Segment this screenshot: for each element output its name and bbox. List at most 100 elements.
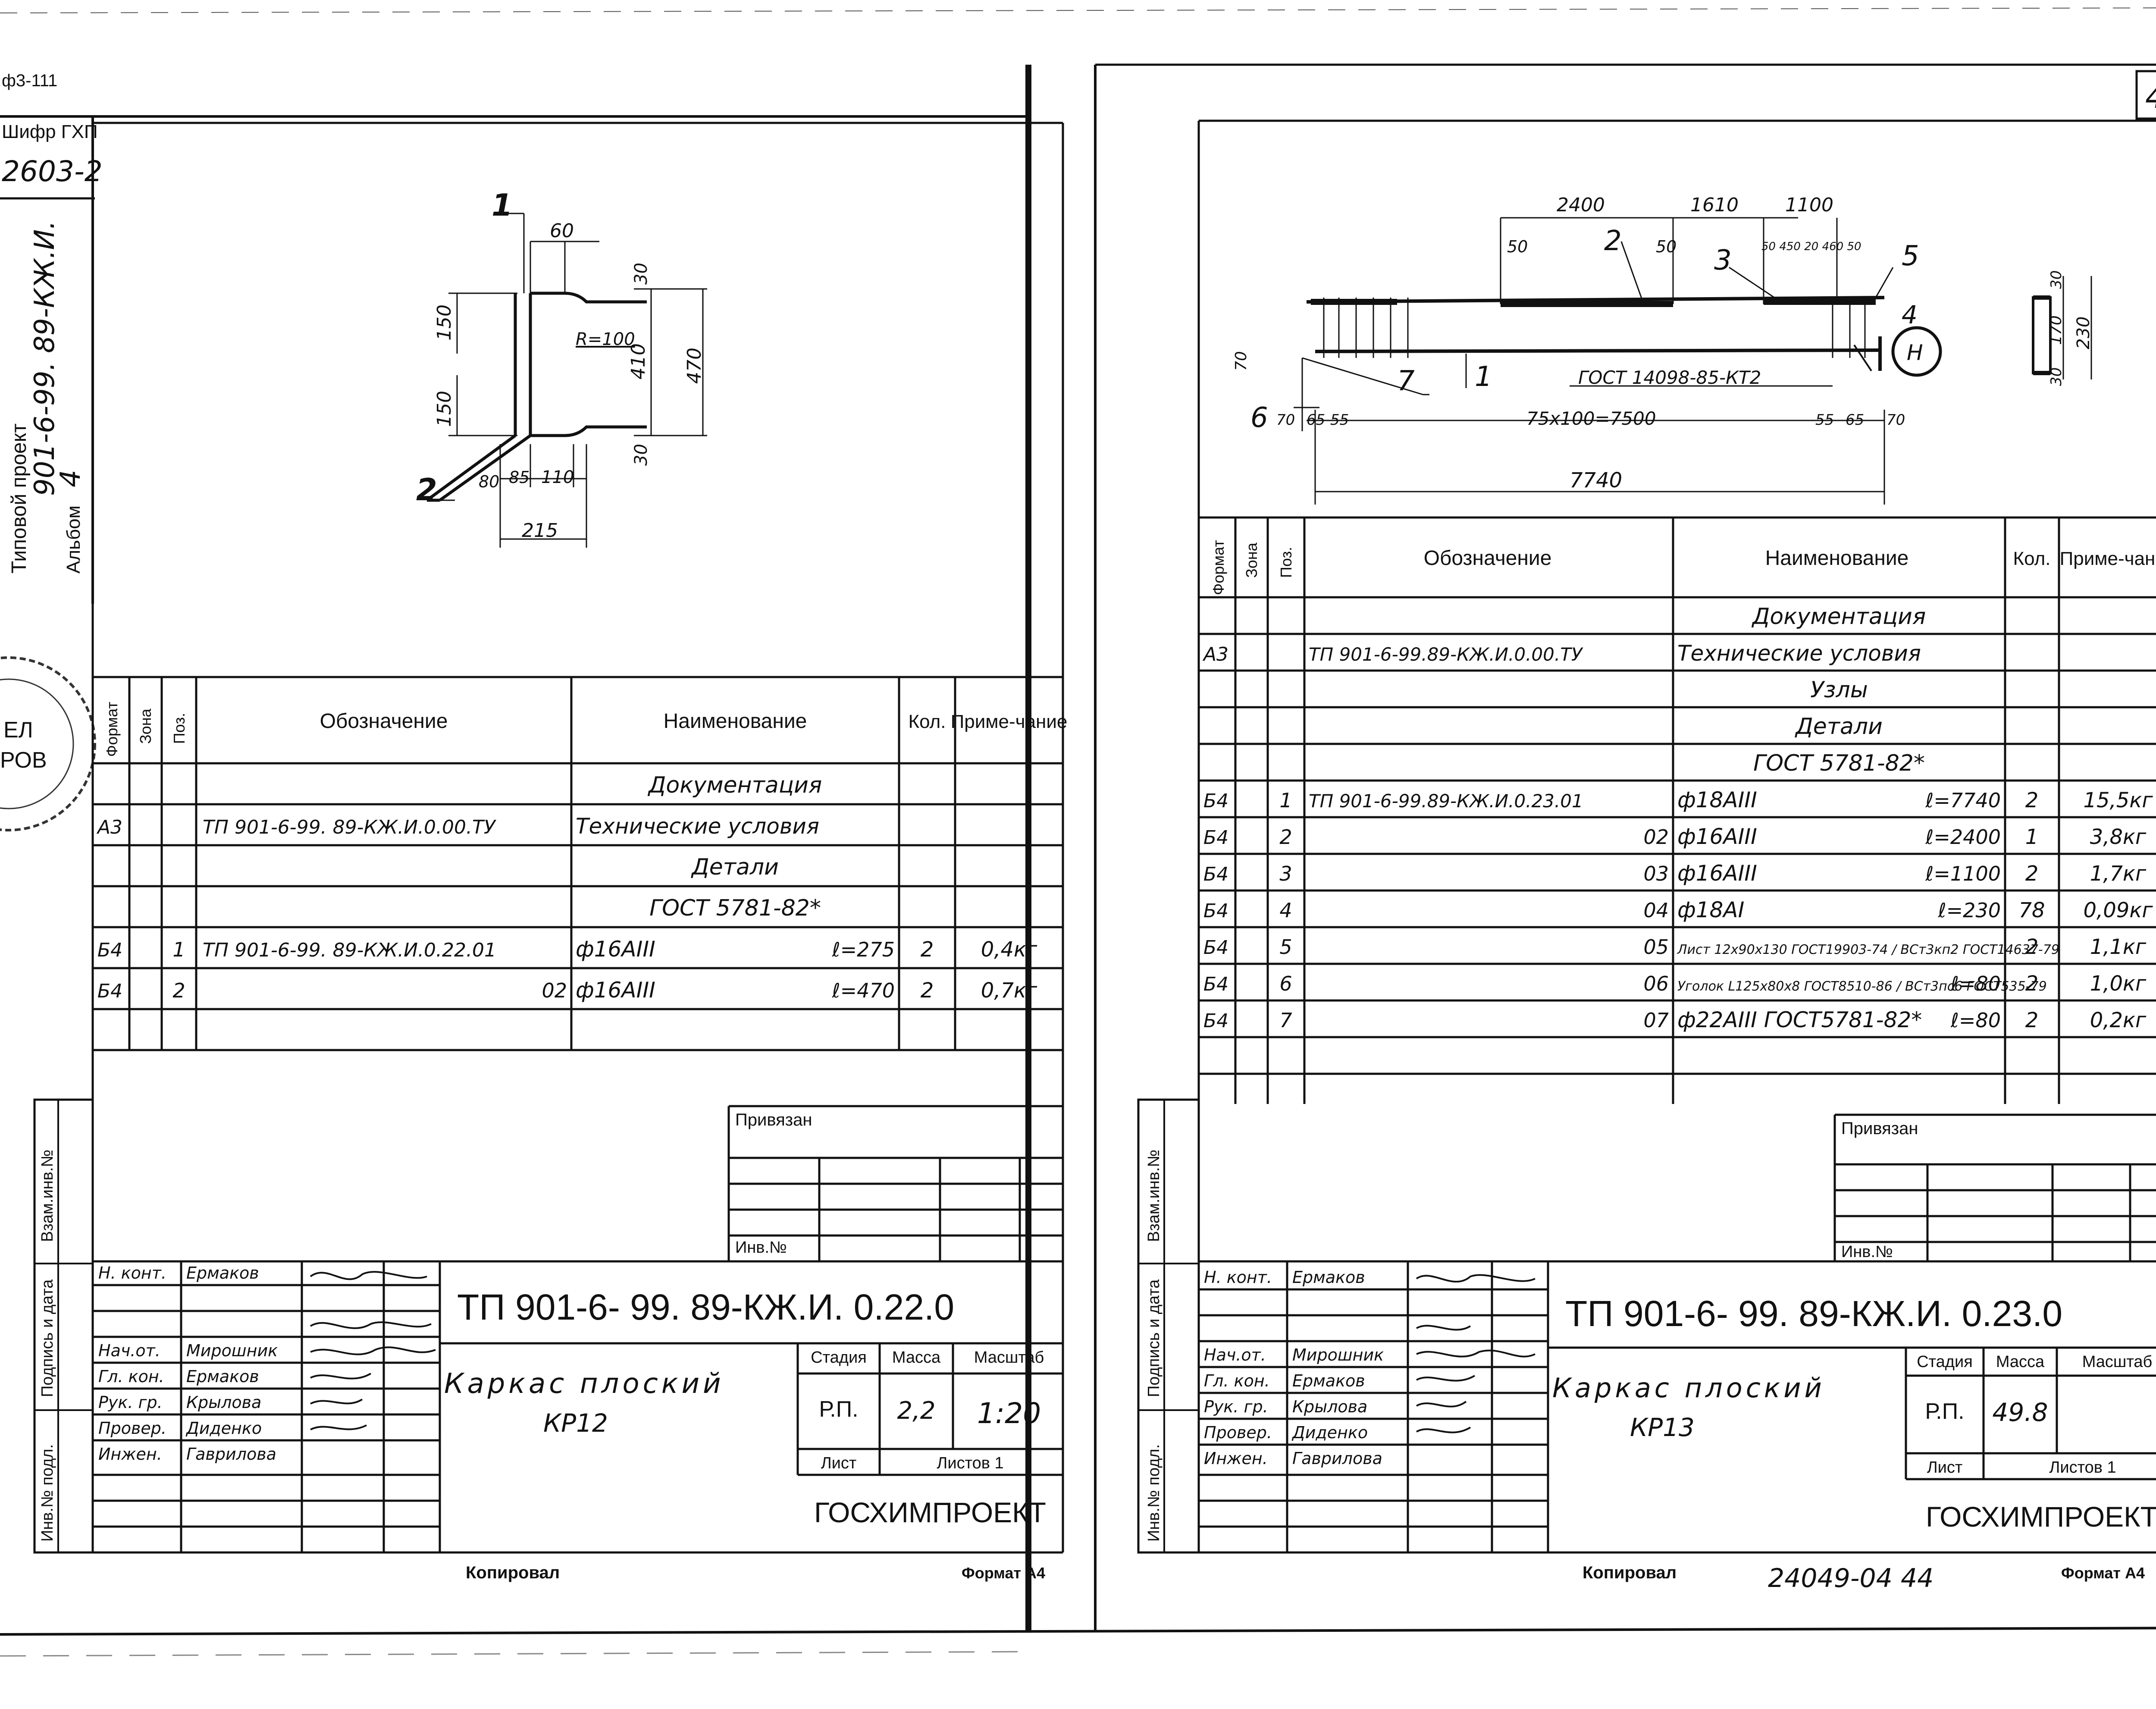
spec-name: ф18АI — [1677, 897, 1744, 922]
spec-length: ℓ=2400 — [1925, 825, 2001, 849]
staff-name: Ермаков — [1292, 1371, 1365, 1390]
spec-position: 1 — [1279, 789, 1292, 812]
svg-text:215: 215 — [522, 520, 558, 542]
staff-name: Диденко — [185, 1419, 262, 1438]
svg-text:ГОСХИМПРОЕКТ: ГОСХИМПРОЕКТ — [814, 1496, 1046, 1528]
staff-name: Крылова — [1292, 1397, 1367, 1416]
svg-text:2400: 2400 — [1557, 194, 1605, 216]
staff-role: Гл. кон. — [1204, 1371, 1270, 1390]
spec-format: Б4 — [97, 939, 122, 961]
svg-text:Взам.инв.№: Взам.инв.№ — [1145, 1150, 1163, 1242]
left-frame-sketch — [426, 292, 647, 502]
spec-name: Детали — [691, 854, 779, 880]
spec-position: 1 — [172, 938, 185, 961]
left-dimension-lines — [427, 213, 707, 548]
svg-text:Масса: Масса — [892, 1348, 941, 1367]
staff-role: Нач.от. — [1204, 1345, 1266, 1364]
spec-quantity: 1 — [2025, 825, 2039, 849]
svg-text:470: 470 — [683, 348, 705, 384]
spec-length: ℓ=80 — [1950, 972, 2001, 995]
cipher-value: 2603-2 — [2, 155, 103, 188]
svg-text:65: 65 — [1307, 411, 1325, 429]
spec-designation: ТП 901-6-99.89-КЖ.И.0.23.01 — [1309, 790, 1583, 812]
spec-format: А3 — [1202, 643, 1228, 665]
spec-position: 2 — [1279, 825, 1292, 849]
staff-role: Нач.от. — [98, 1341, 160, 1360]
spec-format: Б4 — [1203, 900, 1228, 922]
svg-text:410: 410 — [627, 343, 649, 379]
staff-name: Гаврилова — [186, 1445, 276, 1464]
left-signatures — [310, 1271, 436, 1430]
spec-position: 7 — [1279, 1009, 1292, 1032]
svg-text:Листов 1: Листов 1 — [937, 1454, 1003, 1472]
cipher-label: Шифр ГХП — [2, 121, 98, 142]
left-spec-table: Формат Зона Поз. Обозначение Наименовани… — [93, 676, 1068, 1051]
spec-note: 0,4кг — [981, 938, 1037, 962]
right-spec-table: Формат Зона Поз. Обозначение Наименовани… — [1199, 516, 2156, 1104]
svg-text:РОВ: РОВ — [0, 748, 47, 773]
svg-text:Р.П.: Р.П. — [819, 1397, 858, 1422]
svg-text:Лист: Лист — [1927, 1458, 1963, 1477]
seal-stamp: ЕЛ РОВ — [0, 656, 96, 831]
spec-designation: ТП 901-6-99. 89-КЖ.И.0.00.ТУ — [203, 816, 497, 838]
spec-note: 3,8кг — [2090, 825, 2147, 849]
spec-designation: ТП 901-6-99. 89-КЖ.И.0.22.01 — [203, 939, 496, 961]
spec-name: Технические условия — [1677, 641, 1921, 666]
svg-text:Стадия: Стадия — [1917, 1353, 1973, 1371]
svg-text:Кол.: Кол. — [2013, 548, 2050, 569]
spec-position: 3 — [1279, 862, 1292, 885]
svg-text:2,2: 2,2 — [897, 1397, 935, 1425]
spec-name: ф16АIII — [576, 978, 655, 1003]
svg-text:55: 55 — [1330, 411, 1349, 429]
spec-note: 15,5кг — [2083, 788, 2153, 812]
right-sheet-mark: КР13 — [1630, 1413, 1695, 1442]
spec-name: ГОСТ 5781-82* — [1753, 750, 1925, 776]
spec-note: 1,7кг — [2090, 862, 2147, 886]
staff-role: Инжен. — [1204, 1449, 1268, 1468]
left-copied: Копировал — [466, 1563, 560, 1582]
right-section-sketch — [2032, 276, 2092, 379]
svg-text:30: 30 — [2048, 367, 2065, 386]
spec-format: Б4 — [1203, 937, 1228, 959]
svg-text:Приме-чание: Приме-чание — [951, 711, 1068, 732]
right-format: Формат А4 — [2061, 1564, 2145, 1582]
spec-designation: 05 — [1643, 935, 1669, 959]
svg-text:50: 50 — [1656, 237, 1677, 256]
spec-format: Б4 — [1203, 1010, 1228, 1032]
spec-format: А3 — [96, 816, 122, 838]
svg-text:5: 5 — [1902, 240, 1919, 272]
bottom-edge — [0, 1627, 2156, 1636]
spec-length: ℓ=470 — [832, 979, 895, 1002]
spec-name: ф18АIII — [1677, 787, 1757, 812]
sheet-divider — [1025, 65, 1031, 1632]
left-format: Формат А4 — [962, 1564, 1045, 1582]
spec-format: Б4 — [1203, 973, 1228, 995]
svg-text:Поз.: Поз. — [1277, 547, 1295, 578]
staff-role: Рук. гр. — [98, 1393, 163, 1412]
svg-text:6: 6 — [1250, 402, 1268, 434]
svg-text:Зона: Зона — [137, 708, 154, 744]
svg-text:Кол.: Кол. — [908, 711, 946, 732]
svg-text:Подпись и дата: Подпись и дата — [1145, 1279, 1163, 1397]
spec-length: ℓ=230 — [1938, 899, 2001, 922]
callout-2: 2 — [416, 472, 437, 508]
svg-text:Листов 1: Листов 1 — [2049, 1458, 2116, 1477]
album-label: Альбом — [63, 505, 84, 574]
svg-text:Масса: Масса — [1996, 1353, 2045, 1371]
staff-role: Гл. кон. — [98, 1367, 164, 1386]
staff-name: Ермаков — [1292, 1268, 1365, 1287]
spec-designation: 02 — [1643, 825, 1669, 849]
spec-quantity: 2 — [2025, 972, 2039, 996]
svg-text:50 450 20 460 50: 50 450 20 460 50 — [1761, 240, 1861, 253]
staff-name: Ермаков — [186, 1367, 259, 1386]
svg-text:170: 170 — [2047, 315, 2065, 345]
spec-name: ГОСТ 5781-82* — [649, 895, 821, 921]
svg-text:ГОСХИМПРОЕКТ: ГОСХИМПРОЕКТ — [1926, 1501, 2156, 1533]
stamp-top: ф3-111 — [2, 71, 57, 90]
staff-role: Провер. — [1204, 1423, 1272, 1442]
svg-text:7: 7 — [1397, 365, 1415, 397]
